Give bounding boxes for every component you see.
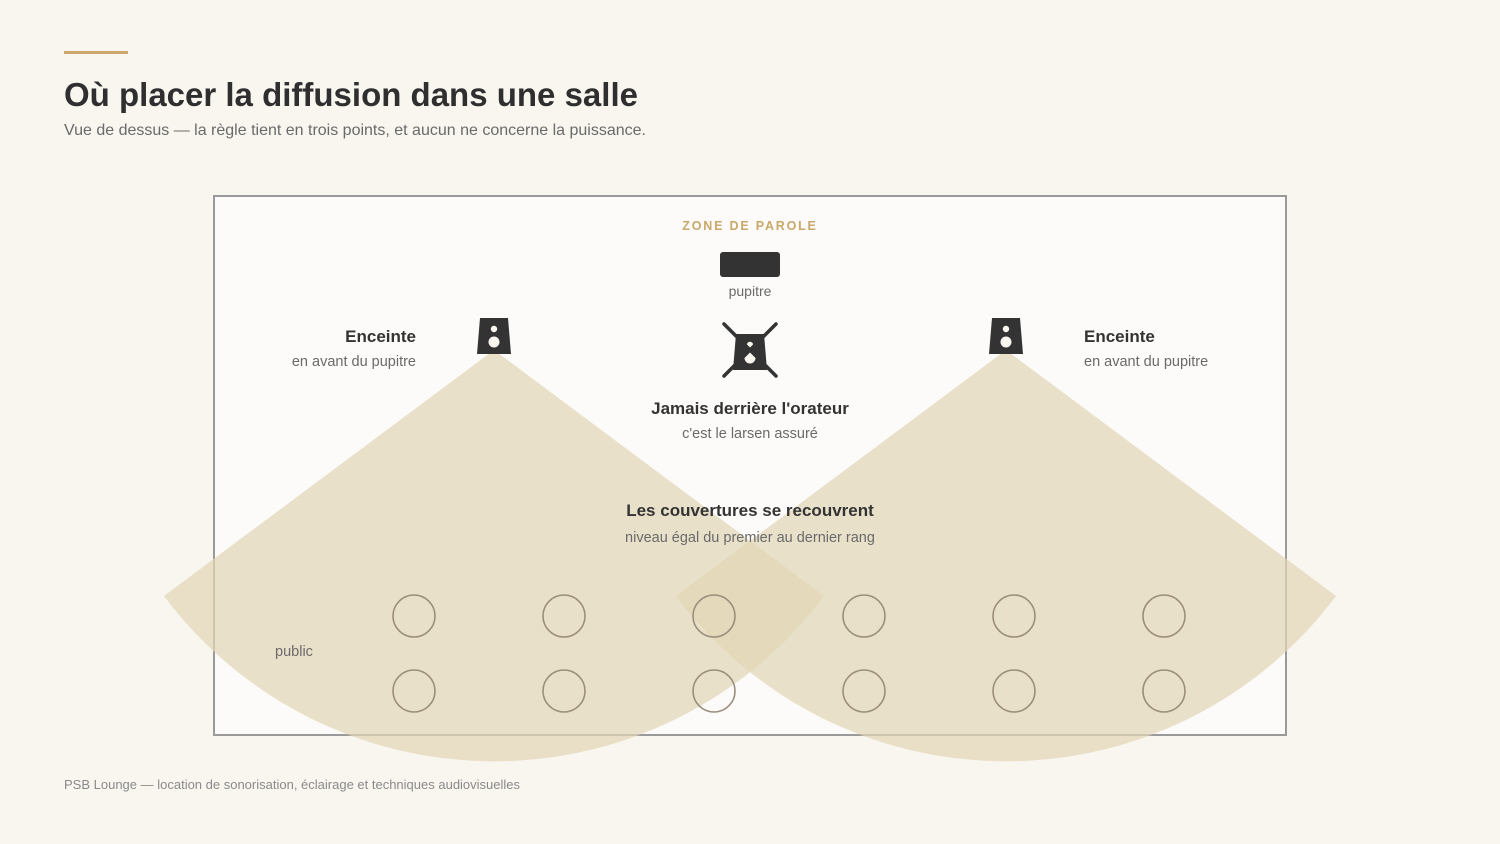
seat-icon — [692, 669, 736, 713]
seat-icon — [842, 669, 886, 713]
overlap-title: Les couvertures se recouvrent — [626, 501, 874, 520]
never-behind-title: Jamais derrière l'orateur — [651, 399, 849, 418]
speaker-right-subtitle: en avant du pupitre — [1084, 354, 1208, 370]
speaker-icon — [989, 318, 1023, 354]
never-behind-subtitle: c'est le larsen assuré — [682, 426, 818, 442]
lectern-label: pupitre — [729, 283, 772, 299]
seat-icon — [1142, 669, 1186, 713]
footer-credit: PSB Lounge — location de sonorisation, é… — [64, 777, 521, 792]
speaker-icon — [477, 318, 511, 354]
zone-label: ZONE DE PAROLE — [682, 219, 817, 233]
page-subtitle: Vue de dessus — la règle tient en trois … — [64, 122, 646, 139]
seat-icon — [392, 594, 436, 638]
seat-icon — [692, 594, 736, 638]
lectern-icon — [720, 252, 780, 277]
seat-icon — [992, 594, 1036, 638]
seat-icon — [542, 669, 586, 713]
seat-icon — [542, 594, 586, 638]
coverage-cone-left — [164, 350, 824, 762]
audience-seats — [392, 594, 1186, 713]
speaker-left-subtitle: en avant du pupitre — [292, 354, 416, 370]
page-title: Où placer la diffusion dans une salle — [64, 76, 638, 113]
accent-rule — [64, 51, 128, 54]
seat-icon — [842, 594, 886, 638]
coverage-cone-right — [676, 350, 1336, 762]
overlap-subtitle: niveau égal du premier au dernier rang — [625, 530, 875, 546]
seat-icon — [392, 669, 436, 713]
speaker-left-title: Enceinte — [345, 327, 416, 346]
speaker-crossed-icon — [722, 322, 778, 378]
seat-icon — [992, 669, 1036, 713]
seat-icon — [1142, 594, 1186, 638]
speaker-right-title: Enceinte — [1084, 327, 1155, 346]
audience-label: public — [275, 644, 313, 660]
